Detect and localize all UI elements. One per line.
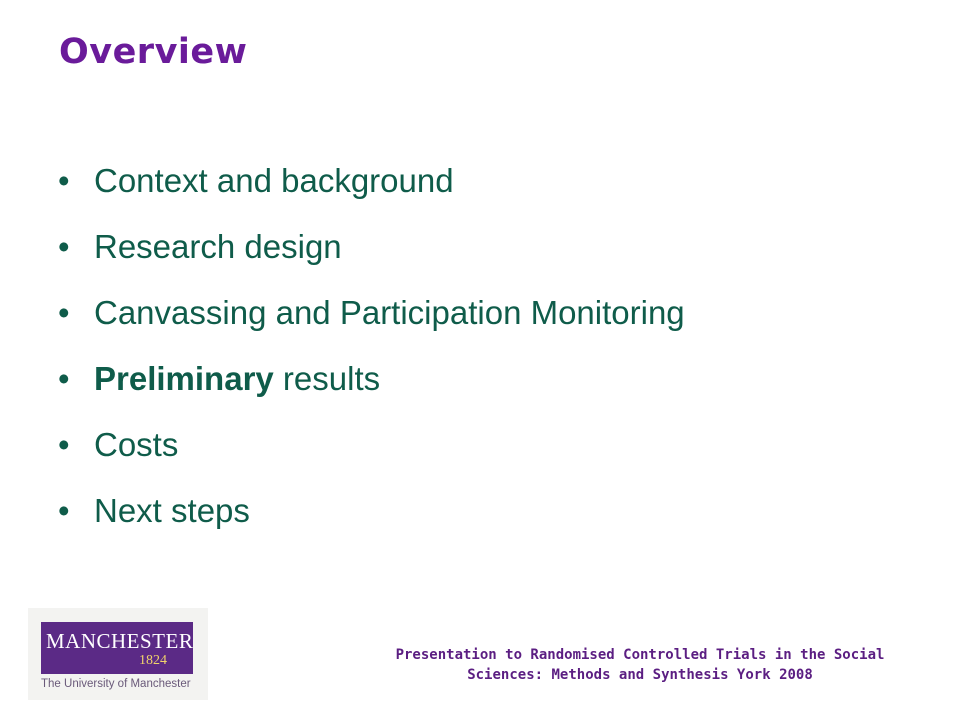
bullet-icon: • [58, 492, 70, 529]
bullet-item: • Research design [58, 226, 685, 292]
bullet-text: Research design [94, 228, 342, 265]
bullet-icon: • [58, 162, 70, 199]
footer-line-1: Presentation to Randomised Controlled Tr… [395, 647, 885, 663]
bullet-item: • Costs [58, 424, 685, 490]
bullet-item: • Canvassing and Participation Monitoring [58, 292, 685, 358]
footer-line-2: Sciences: Methods and Synthesis York 200… [467, 667, 813, 683]
logo-wordmark: MANCHESTER [46, 629, 194, 653]
bullet-text: results [273, 360, 381, 397]
bullet-text: Canvassing and Participation Monitoring [94, 294, 685, 331]
bullet-bold-text: Preliminary [94, 360, 274, 397]
footer-note: Presentation to Randomised Controlled Tr… [340, 645, 940, 685]
bullet-text: Context and background [94, 162, 454, 199]
bullet-list: • Context and background • Research design… [58, 160, 685, 556]
bullet-text: Next steps [94, 492, 250, 529]
bullet-icon: • [58, 426, 70, 463]
bullet-icon: • [58, 294, 70, 331]
bullet-item: • Context and background [58, 160, 685, 226]
bullet-item: • Preliminary results [58, 358, 685, 424]
bullet-item: • Next steps [58, 490, 685, 556]
bullet-icon: • [58, 228, 70, 265]
logo-subtitle: The University of Manchester [41, 678, 191, 690]
bullet-icon: • [58, 360, 70, 397]
slide-title: Overview [59, 32, 248, 72]
logo-year: 1824 [139, 653, 167, 668]
bullet-text: Costs [94, 426, 179, 463]
logo-band: MANCHESTER 1824 [41, 622, 193, 674]
university-logo: MANCHESTER 1824 The University of Manche… [28, 608, 208, 700]
